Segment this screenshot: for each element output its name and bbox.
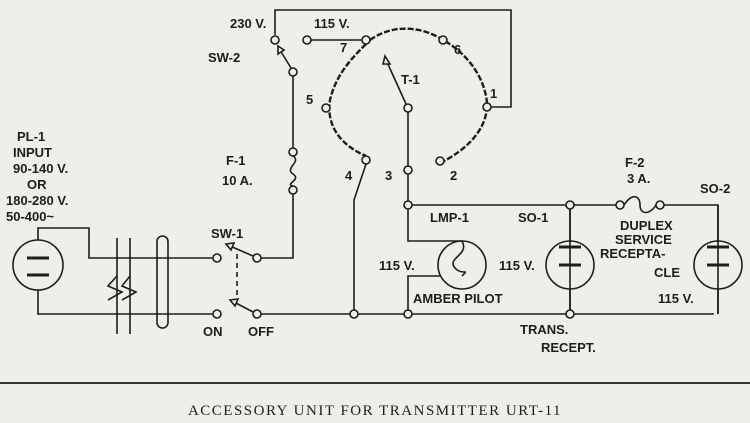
label-lmp1-voltage: 115 V. bbox=[379, 258, 415, 273]
label-115v-tap: 115 V. bbox=[314, 16, 350, 31]
label-trans: TRANS. bbox=[520, 322, 568, 337]
label-tap-7: 7 bbox=[340, 40, 347, 55]
label-sw1: SW-1 bbox=[211, 226, 243, 241]
label-cle: CLE bbox=[654, 265, 680, 280]
label-f2-rating: 3 A. bbox=[627, 171, 650, 186]
label-tap-6: 6 bbox=[454, 42, 461, 57]
label-service: SERVICE bbox=[615, 232, 672, 247]
label-or: OR bbox=[27, 177, 47, 192]
f1-fuse-symbol bbox=[288, 147, 298, 195]
f2-fuse-symbol bbox=[615, 195, 665, 214]
label-tap-2: 2 bbox=[450, 168, 457, 183]
label-tap-1: 1 bbox=[490, 86, 497, 101]
label-recepta: RECEPTA- bbox=[600, 246, 665, 261]
sw1-switch-symbol bbox=[212, 242, 262, 319]
pl1-connector-symbol bbox=[12, 239, 64, 291]
label-amber-pilot: AMBER PILOT bbox=[413, 291, 503, 306]
filter-symbol bbox=[106, 235, 169, 334]
diagram-caption: ACCESSORY UNIT FOR TRANSMITTER URT-11 bbox=[188, 403, 562, 419]
label-tap-4: 4 bbox=[345, 168, 353, 183]
label-off: OFF bbox=[248, 324, 274, 339]
label-lmp1: LMP-1 bbox=[430, 210, 469, 225]
label-tap-5: 5 bbox=[306, 92, 313, 107]
label-range-1: 90-140 V. bbox=[13, 161, 68, 176]
label-f1: F-1 bbox=[226, 153, 246, 168]
label-so1-voltage: 115 V. bbox=[499, 258, 535, 273]
label-so2: SO-2 bbox=[700, 181, 730, 196]
t1-transformer-symbol bbox=[321, 27, 492, 166]
label-230v: 230 V. bbox=[230, 16, 266, 31]
label-t1: T-1 bbox=[401, 72, 420, 87]
label-pl1: PL-1 bbox=[17, 129, 45, 144]
label-recept: RECEPT. bbox=[541, 340, 596, 355]
label-f2: F-2 bbox=[625, 155, 645, 170]
label-tap-3: 3 bbox=[385, 168, 392, 183]
sw2-switch-symbol bbox=[270, 35, 312, 77]
label-frequency: 50-400~ bbox=[6, 209, 54, 224]
so2-socket-symbol bbox=[693, 205, 743, 314]
label-f1-rating: 10 A. bbox=[222, 173, 253, 188]
junctions bbox=[349, 165, 575, 319]
label-sw2: SW-2 bbox=[208, 50, 240, 65]
label-on: ON bbox=[203, 324, 223, 339]
label-input: INPUT bbox=[13, 145, 52, 160]
label-duplex: DUPLEX bbox=[620, 218, 673, 233]
lmp1-lamp-symbol bbox=[437, 240, 487, 290]
so1-socket-symbol bbox=[545, 209, 595, 310]
wires bbox=[37, 9, 719, 315]
label-so1: SO-1 bbox=[518, 210, 548, 225]
label-range-2: 180-280 V. bbox=[6, 193, 68, 208]
label-so2-voltage: 115 V. bbox=[658, 291, 694, 306]
